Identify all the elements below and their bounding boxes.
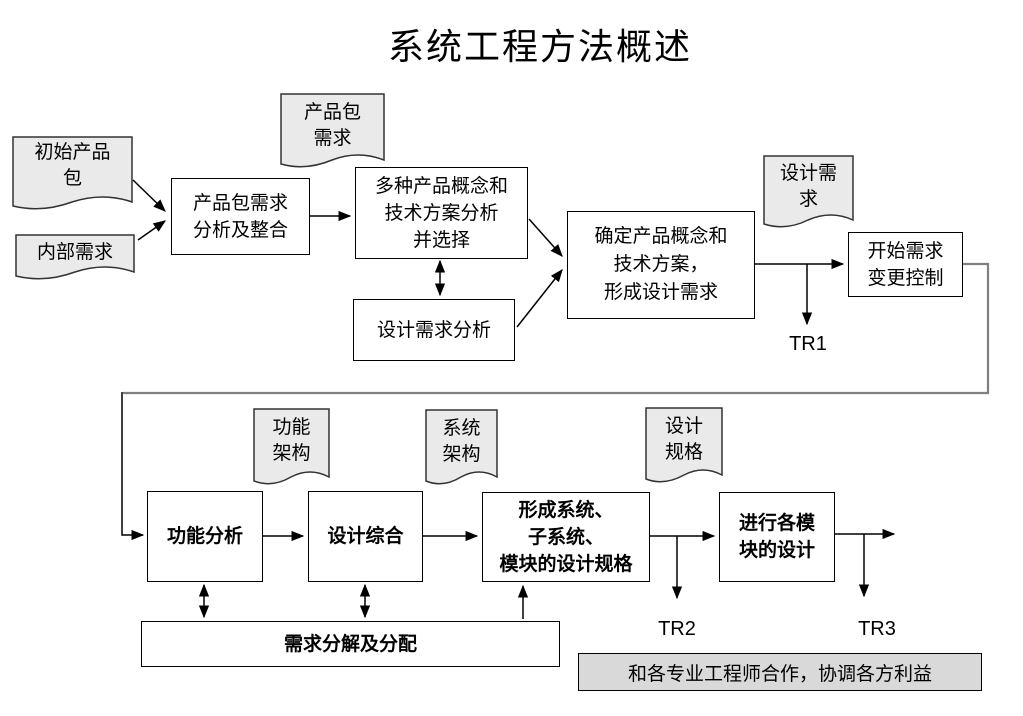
document-functional-architecture: 功能 架构 — [253, 408, 330, 489]
arrow-concepts-to-determine — [528, 218, 563, 257]
box-module-design: 进行各模 块的设计 — [719, 492, 835, 582]
box-label: 形成系统、 子系统、 模块的设计规格 — [499, 499, 633, 575]
document-label: 设计 规格 — [664, 416, 703, 463]
document-shape — [280, 93, 385, 168]
document-shape — [763, 155, 854, 228]
document-initial-package: 初始产品 包 — [12, 136, 133, 214]
box-label: 设计综合 — [327, 526, 404, 547]
box-label: 确定产品概念和 技术方案， 形成设计需求 — [594, 226, 728, 303]
box-label: 多种产品概念和 技术方案分析 并选择 — [374, 175, 508, 251]
document-shape — [425, 409, 498, 485]
arrow-internal-to-analysis — [137, 220, 167, 241]
document-label: 初始产品 包 — [34, 142, 111, 189]
note-collaboration: 和各专业工程师合作，协调各方利益 — [578, 653, 982, 691]
document-package-requirements: 产品包 需求 — [280, 93, 385, 172]
connector-changecontrol-loop — [123, 262, 990, 395]
box-concept-selection: 多种产品概念和 技术方案分析 并选择 — [355, 167, 528, 259]
document-label: 内部需求 — [36, 242, 113, 263]
note-label: 和各专业工程师合作，协调各方利益 — [627, 663, 932, 685]
document-shape — [12, 136, 133, 210]
box-functional-analysis: 功能分析 — [147, 491, 263, 582]
box-design-req-analysis: 设计需求分析 — [353, 299, 515, 361]
document-internal-requirements: 内部需求 — [15, 234, 135, 284]
document-shape — [15, 234, 135, 280]
box-change-control: 开始需求 变更控制 — [848, 232, 963, 297]
document-shape — [645, 407, 723, 483]
box-package-req-analysis: 产品包需求 分析及整合 — [171, 178, 310, 255]
box-label: 功能分析 — [166, 526, 243, 547]
document-shape — [253, 408, 330, 485]
document-label: 功能 架构 — [272, 417, 311, 464]
page-title: 系统工程方法概述 — [387, 26, 692, 67]
box-form-design-spec: 形成系统、 子系统、 模块的设计规格 — [482, 492, 650, 582]
box-label: 需求分解及分配 — [283, 633, 417, 655]
arrow-initial-to-analysis — [132, 179, 166, 212]
connector-loop-to-funcanalysis — [121, 392, 145, 541]
document-label: 产品包 需求 — [303, 102, 361, 149]
box-req-decomposition: 需求分解及分配 — [141, 621, 560, 667]
tr1-label: TR1 — [789, 333, 827, 355]
box-label: 进行各模 块的设计 — [738, 513, 815, 561]
box-determine-concept: 确定产品概念和 技术方案， 形成设计需求 — [567, 211, 755, 319]
arrow-designreq-to-determine — [516, 268, 563, 328]
document-system-architecture: 系统 架构 — [425, 409, 498, 489]
box-design-synthesis: 设计综合 — [308, 491, 423, 582]
box-label: 开始需求 变更控制 — [867, 240, 944, 289]
box-label: 产品包需求 分析及整合 — [192, 192, 288, 241]
document-design-requirements: 设计需 求 — [763, 155, 854, 232]
document-label: 系统 架构 — [442, 418, 481, 465]
document-label: 设计需 求 — [779, 163, 837, 210]
tr3-label: TR3 — [858, 618, 896, 640]
box-label: 设计需求分析 — [376, 319, 491, 341]
tr2-label: TR2 — [658, 618, 696, 640]
document-design-spec: 设计 规格 — [645, 407, 723, 487]
